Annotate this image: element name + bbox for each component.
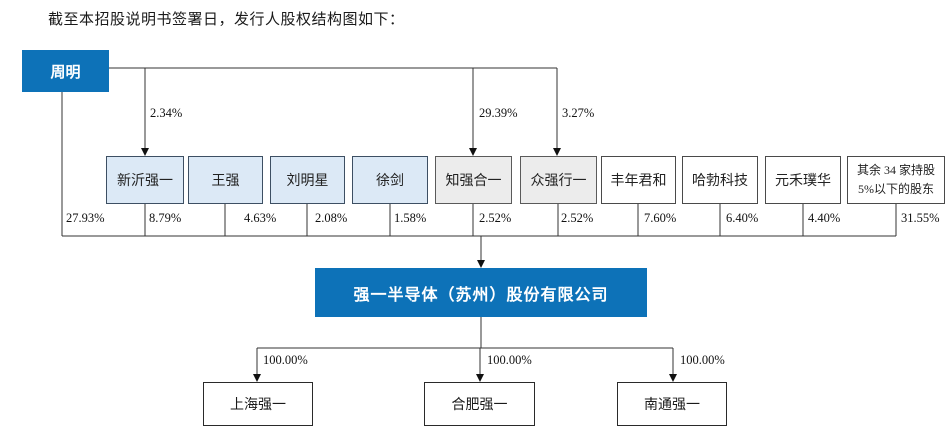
node-subsidiary: 上海强一 — [203, 382, 313, 426]
indirect-pct-label: 2.34% — [150, 106, 183, 120]
direct-pct-label: 4.63% — [244, 211, 277, 225]
node-shareholder-others: 其余 34 家持股5%以下的股东 — [847, 156, 945, 204]
shareholder-name: 丰年君和 — [610, 174, 667, 189]
node-controlling-shareholder: 周明 — [22, 50, 109, 92]
direct-pct-label: 4.40% — [808, 211, 841, 225]
shareholder-name: 刘明星 — [286, 174, 329, 189]
node-shareholder: 丰年君和 — [601, 156, 676, 204]
node-subsidiary: 南通强一 — [617, 382, 727, 426]
subsidiary-name: 南通强一 — [644, 398, 700, 413]
node-shareholder: 众强行一 — [520, 156, 597, 204]
direct-pct-label: 1.58% — [394, 211, 427, 225]
direct-pct-label: 31.55% — [901, 211, 940, 225]
subsidiary-pct-label: 100.00% — [487, 353, 532, 367]
issuer-name: 强一半导体（苏州）股份有限公司 — [353, 286, 609, 304]
direct-pct-label: 2.08% — [315, 211, 348, 225]
subsidiary-name: 上海强一 — [230, 398, 286, 413]
subsidiary-name: 合肥强一 — [451, 398, 508, 413]
subsidiary-pct-label: 100.00% — [680, 353, 725, 367]
direct-pct-label: 2.52% — [479, 211, 512, 225]
shareholder-name: 王强 — [211, 174, 240, 189]
shareholder-name: 其余 34 家持股5%以下的股东 — [856, 162, 935, 196]
shareholder-name: 知强合一 — [445, 174, 502, 189]
node-shareholder: 元禾璞华 — [765, 156, 841, 204]
node-shareholder: 知强合一 — [435, 156, 512, 204]
node-shareholder: 新沂强一 — [106, 156, 184, 204]
node-subsidiary: 合肥强一 — [424, 382, 535, 426]
controlling-shareholder-name: 周明 — [50, 64, 81, 81]
shareholder-name: 元禾璞华 — [775, 174, 831, 189]
indirect-pct-label: 3.27% — [562, 106, 595, 120]
line-group — [61, 67, 897, 376]
subsidiary-pct-label: 100.00% — [263, 353, 308, 367]
node-shareholder: 刘明星 — [270, 156, 345, 204]
diagram-caption: 截至本招股说明书签署日，发行人股权结构图如下： — [48, 12, 405, 28]
indirect-pct-label: 29.39% — [479, 106, 518, 120]
node-issuer: 强一半导体（苏州）股份有限公司 — [315, 268, 647, 317]
shareholder-name: 哈勃科技 — [692, 174, 748, 189]
shareholder-name: 徐剑 — [376, 174, 404, 189]
node-shareholder: 徐剑 — [352, 156, 428, 204]
shareholder-name: 众强行一 — [530, 174, 587, 189]
arrowheads — [141, 148, 677, 382]
node-shareholder: 王强 — [188, 156, 263, 204]
node-shareholder: 哈勃科技 — [682, 156, 758, 204]
direct-pct-label: 6.40% — [726, 211, 759, 225]
direct-pct-label: 8.79% — [149, 211, 182, 225]
direct-pct-label: 7.60% — [644, 211, 677, 225]
direct-pct-label: 2.52% — [561, 211, 594, 225]
shareholder-name: 新沂强一 — [117, 174, 173, 189]
direct-pct-label: 27.93% — [66, 211, 105, 225]
